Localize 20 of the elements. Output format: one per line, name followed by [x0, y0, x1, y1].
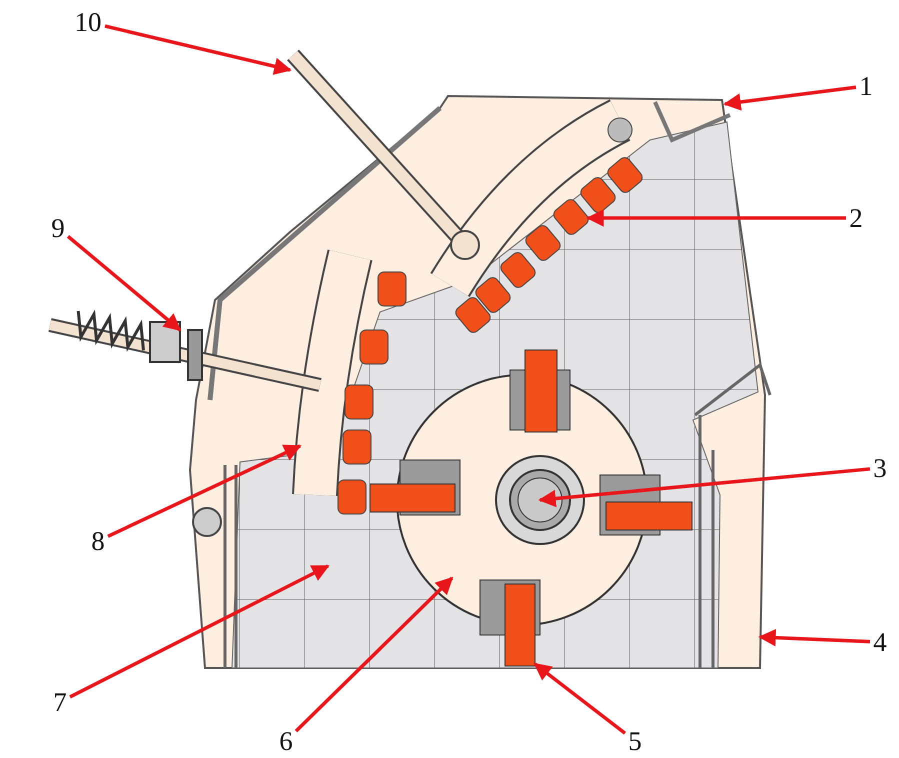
leader-arrow: [758, 628, 870, 646]
leader-arrow: [66, 235, 182, 332]
callout-number: 7: [50, 687, 70, 717]
leader-arrow: [69, 564, 330, 698]
leader-arrow: [294, 576, 454, 732]
leader-arrow: [586, 209, 846, 227]
leader-arrow: [107, 444, 302, 538]
callout-number: 1: [856, 71, 876, 101]
callout-number: 3: [870, 453, 890, 483]
callout-number: 10: [71, 7, 105, 37]
callout-number: 5: [625, 726, 645, 756]
leader-arrow: [723, 86, 856, 111]
callout-number: 9: [48, 213, 68, 243]
callout-number: 6: [276, 726, 296, 756]
leader-arrow: [538, 467, 870, 508]
callout-number: 8: [88, 526, 108, 556]
leader-arrow: [104, 24, 292, 75]
callout-number: 2: [846, 203, 866, 233]
leader-arrow: [534, 662, 626, 735]
callout-number: 4: [870, 627, 890, 657]
